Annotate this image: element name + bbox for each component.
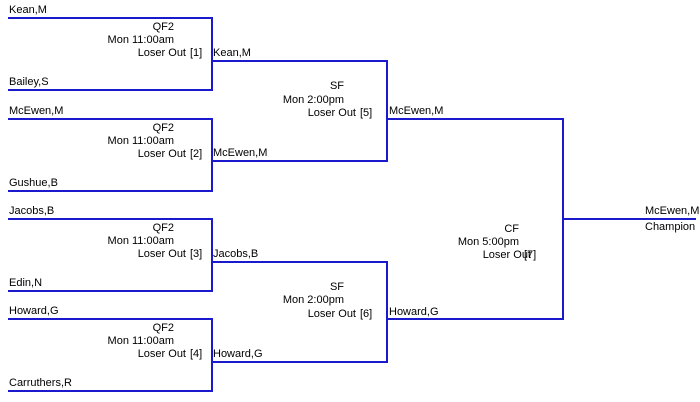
qf4-note: Loser Out [137,348,186,360]
qf2-winner: McEwen,M [213,147,268,159]
qf3-note: Loser Out [137,248,186,260]
qf1-team-bottom: Bailey,S [9,76,49,88]
sf1-round: SF [329,80,344,92]
qf2-game-number: [2] [190,148,203,160]
qf2-bracket-line [8,118,213,192]
sf1-game-number: [5] [360,107,373,119]
qf4-round: QF2 [152,322,174,334]
final-note: Loser Out [482,249,531,261]
final-round: CF [504,223,519,235]
qf1-round: QF2 [152,21,174,33]
sf1-winner: McEwen,M [389,105,444,117]
qf3-winner: Jacobs,B [213,248,259,260]
sf1-bracket-line [212,60,388,162]
sf1-note: Loser Out [307,107,356,119]
qf4-bracket-line [8,318,213,392]
qf3-bracket-line [8,218,213,292]
qf2-time: Mon 11:00am [107,135,174,147]
qf2-round: QF2 [152,122,174,134]
qf2-team-top: McEwen,M [9,105,64,117]
sf2-round: SF [329,281,344,293]
final-bracket-line [387,118,564,320]
sf1-time: Mon 2:00pm [282,94,344,106]
champion-label: Champion [645,221,696,233]
final-time: Mon 5:00pm [457,236,519,248]
sf2-game-number: [6] [360,308,373,320]
sf2-note: Loser Out [307,308,356,320]
qf2-team-bottom: Gushue,B [9,177,58,189]
qf4-team-bottom: Carruthers,R [9,377,72,389]
qf3-team-bottom: Edin,N [9,277,43,289]
qf1-time: Mon 11:00am [107,34,174,46]
qf4-winner: Howard,G [213,348,263,360]
qf1-note: Loser Out [137,47,186,59]
qf1-winner: Kean,M [213,47,251,59]
qf4-time: Mon 11:00am [107,335,174,347]
qf1-bracket-line [8,17,213,91]
qf4-game-number: [4] [190,348,203,360]
qf1-game-number: [1] [190,47,203,59]
qf3-team-top: Jacobs,B [9,205,55,217]
sf2-winner: Howard,G [389,306,439,318]
qf4-team-top: Howard,G [9,305,59,317]
qf3-time: Mon 11:00am [107,235,174,247]
sf2-bracket-line [212,261,388,363]
qf3-round: QF2 [152,222,174,234]
bracket-connectors [8,17,696,392]
final-game-number: [7] [524,249,537,261]
champion-name: McEwen,M [645,205,700,217]
sf2-time: Mon 2:00pm [282,294,344,306]
qf1-team-top: Kean,M [9,4,47,16]
qf2-note: Loser Out [137,148,186,160]
qf3-game-number: [3] [190,248,203,260]
